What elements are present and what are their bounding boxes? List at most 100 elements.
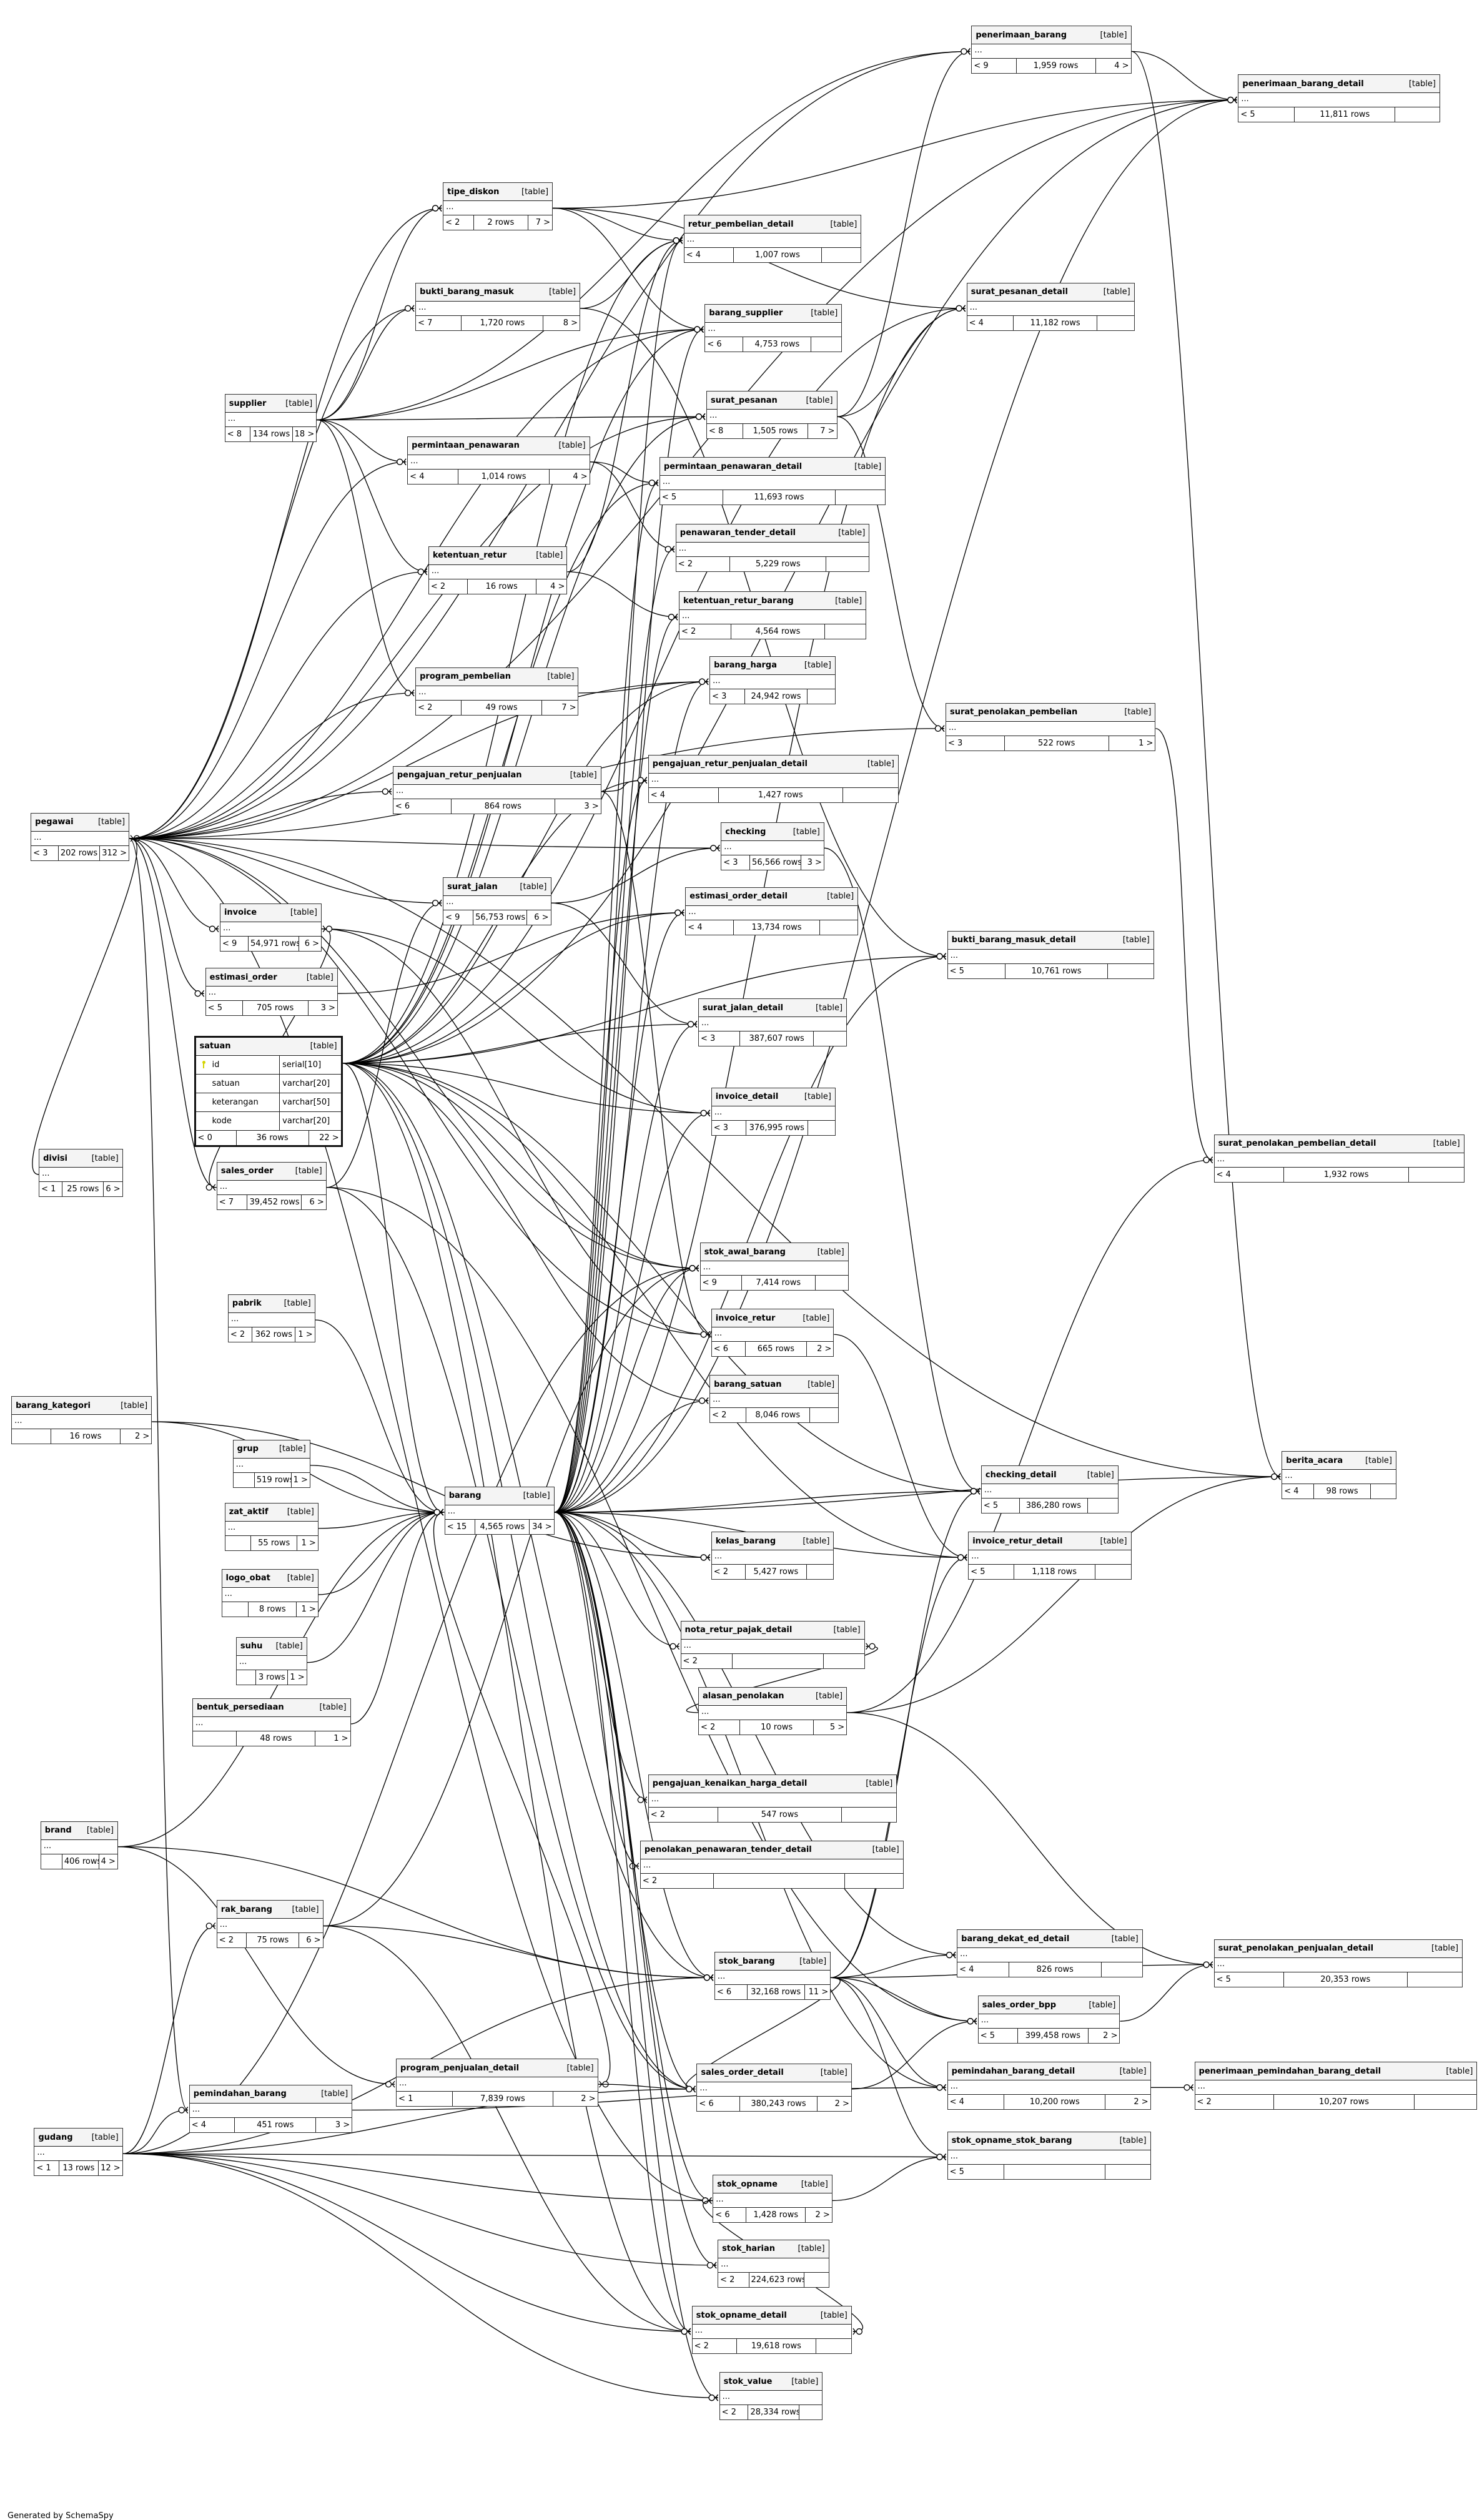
children-link[interactable]: 2 > <box>815 2210 830 2220</box>
table-permintaan-penawaran-detail[interactable]: permintaan_penawaran_detail[table]...< 5… <box>659 457 886 506</box>
parents-link[interactable] <box>225 1535 252 1550</box>
children-link[interactable]: 2 > <box>1134 2097 1149 2107</box>
table-name[interactable]: stok_harian <box>722 2244 776 2254</box>
table-name[interactable]: sales_order <box>220 1166 274 1176</box>
children-link[interactable]: 3 > <box>320 1003 335 1013</box>
table-name[interactable]: pemindahan_barang_detail <box>951 2066 1075 2076</box>
table-name[interactable]: pengajuan_retur_penjualan <box>397 770 522 780</box>
table-name[interactable]: penerimaan_barang <box>976 30 1067 40</box>
parents-link[interactable]: < 2 <box>217 1933 247 1948</box>
parents-link[interactable]: < 5 <box>206 1001 243 1016</box>
children-link[interactable] <box>816 1276 848 1290</box>
table-name[interactable]: supplier <box>229 398 267 408</box>
parents-link[interactable]: < 7 <box>217 1194 248 1209</box>
children-link[interactable] <box>816 2339 851 2353</box>
children-link[interactable] <box>1415 2095 1476 2109</box>
parents-link[interactable]: < 4 <box>190 2117 235 2132</box>
children-link[interactable] <box>1408 1972 1462 1987</box>
table-name[interactable]: permintaan_penawaran <box>412 441 520 451</box>
children-link[interactable]: 1 > <box>1139 738 1153 748</box>
parents-link[interactable]: < 8 <box>225 427 251 442</box>
table-name[interactable]: barang_harga <box>714 661 777 671</box>
parents-link[interactable]: < 3 <box>721 855 751 870</box>
table-name[interactable]: grup <box>237 1444 259 1454</box>
table-name[interactable]: pemindahan_barang <box>193 2089 287 2099</box>
table-name[interactable]: tipe_diskon <box>447 187 500 197</box>
children-link[interactable] <box>1108 964 1153 978</box>
parents-link[interactable]: < 2 <box>681 1653 733 1668</box>
table-pengajuan-kenaikan-harga-detail[interactable]: pengajuan_kenaikan_harga_detail[table]..… <box>648 1774 897 1823</box>
children-link[interactable] <box>1095 1565 1131 1579</box>
children-link[interactable] <box>808 689 835 704</box>
children-link[interactable]: 6 > <box>306 1936 321 1946</box>
children-link[interactable]: 11 > <box>808 1987 829 1997</box>
table-name[interactable]: checking <box>725 827 766 837</box>
parents-link[interactable]: < 2 <box>443 215 474 230</box>
table-name[interactable]: invoice <box>224 908 257 918</box>
table-name[interactable]: pengajuan_retur_penjualan_detail <box>652 759 808 769</box>
children-link[interactable] <box>1105 2165 1150 2179</box>
children-link[interactable] <box>1395 107 1440 122</box>
parents-link[interactable]: < 9 <box>443 910 474 925</box>
parents-link[interactable] <box>237 1670 257 1685</box>
table-name[interactable]: penawaran_tender_detail <box>679 528 796 538</box>
children-link[interactable] <box>822 248 861 262</box>
parents-link[interactable]: < 4 <box>1215 1167 1285 1182</box>
parents-link[interactable]: < 3 <box>710 689 746 704</box>
parents-link[interactable]: < 6 <box>393 799 452 814</box>
parents-link[interactable]: < 1 <box>34 2161 59 2176</box>
parents-link[interactable]: < 4 <box>1282 1484 1315 1499</box>
parents-link[interactable]: < 5 <box>948 963 1005 978</box>
children-link[interactable]: 312 > <box>102 848 127 858</box>
table-name[interactable]: estimasi_order_detail <box>689 892 788 902</box>
children-link[interactable]: 2 > <box>134 1432 150 1442</box>
children-link[interactable]: 1 > <box>301 1604 316 1614</box>
parents-link[interactable] <box>41 1854 62 1869</box>
parents-link[interactable]: < 8 <box>707 424 744 439</box>
children-link[interactable]: 1 > <box>301 1538 316 1548</box>
table-name[interactable]: divisi <box>43 1153 67 1163</box>
table-name[interactable]: bentuk_persediaan <box>196 1703 284 1713</box>
parents-link[interactable]: < 1 <box>39 1182 63 1197</box>
parents-link[interactable]: < 3 <box>699 1031 741 1046</box>
table-name[interactable]: sales_order_bpp <box>982 2000 1057 2010</box>
children-link[interactable] <box>799 2405 822 2419</box>
table-name[interactable]: suhu <box>240 1641 263 1651</box>
parents-link[interactable]: < 15 <box>445 1519 476 1534</box>
table-name[interactable]: pabrik <box>232 1299 262 1309</box>
table-name[interactable]: satuan <box>199 1041 231 1051</box>
children-link[interactable]: 4 > <box>101 1856 116 1866</box>
parents-link[interactable]: < 3 <box>946 736 1005 751</box>
children-link[interactable]: 1 > <box>293 1475 308 1485</box>
children-link[interactable]: 5 > <box>829 1722 845 1732</box>
parents-link[interactable]: < 6 <box>697 2096 741 2111</box>
parents-link[interactable]: < 5 <box>660 490 723 505</box>
parents-link[interactable] <box>222 1602 249 1617</box>
parents-link[interactable]: < 3 <box>712 1120 746 1135</box>
children-link[interactable]: 3 > <box>807 858 822 868</box>
table-name[interactable]: program_pembelian <box>420 672 511 682</box>
table-name[interactable]: penerimaan_barang_detail <box>1242 79 1364 89</box>
children-link[interactable]: 2 > <box>581 2094 596 2104</box>
parents-link[interactable]: < 2 <box>679 624 732 639</box>
parents-link[interactable]: < 5 <box>1238 107 1295 122</box>
table-name[interactable]: checking_detail <box>985 1470 1057 1480</box>
